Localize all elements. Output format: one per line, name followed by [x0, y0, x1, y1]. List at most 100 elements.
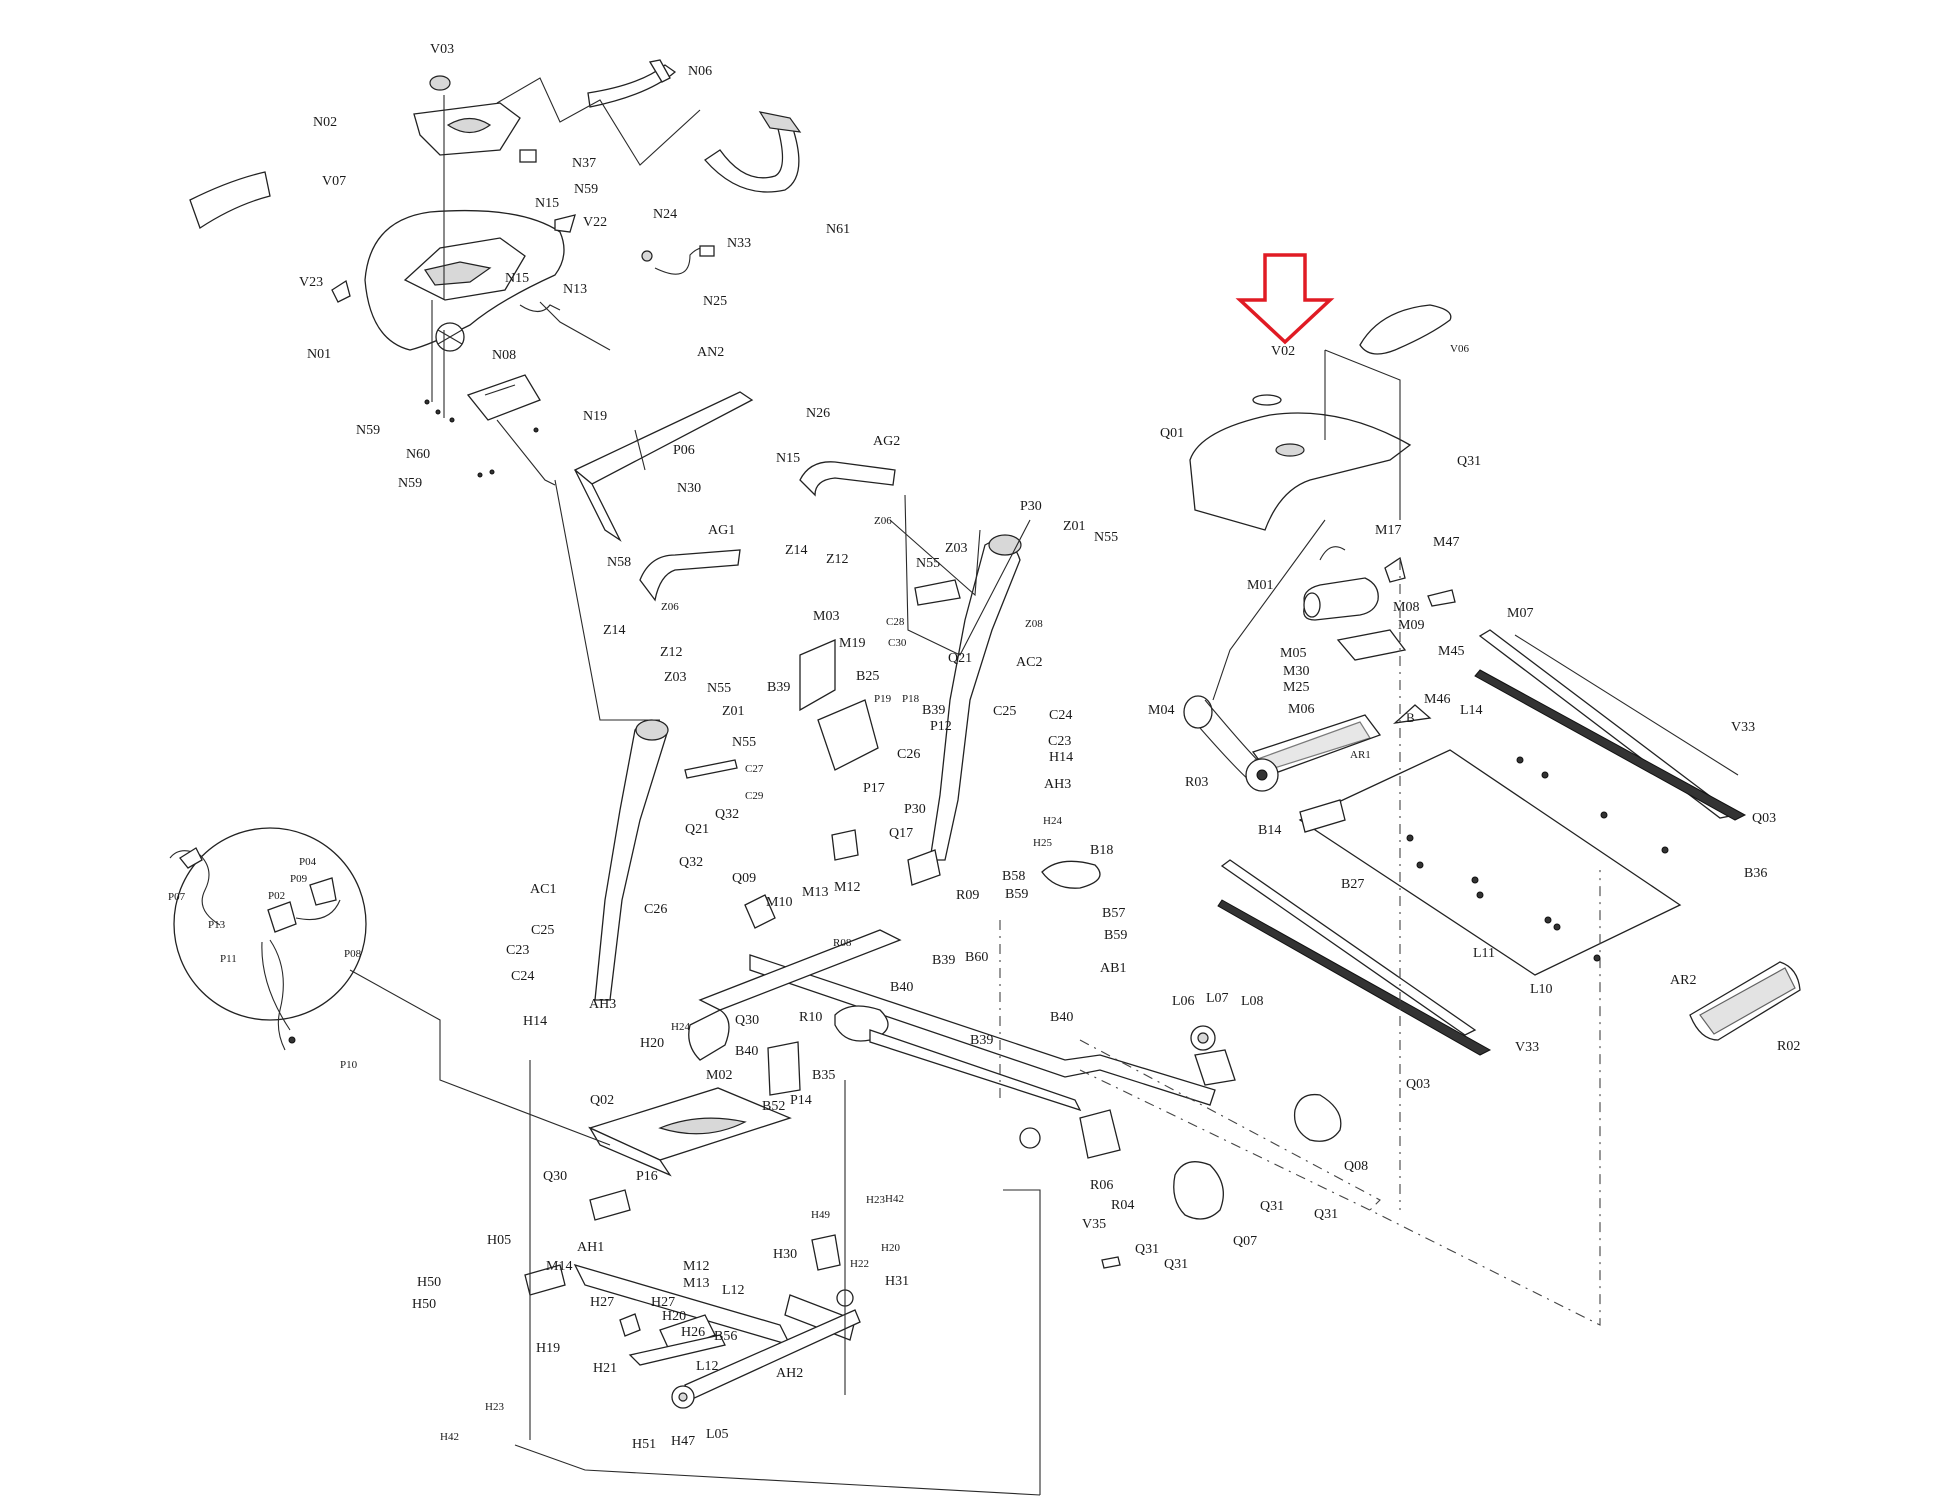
part-label: H49 [811, 1209, 830, 1221]
part-label: AH3 [589, 997, 616, 1012]
part-label: M17 [1375, 523, 1401, 538]
part-label: V03 [430, 42, 454, 57]
part-label: B27 [1341, 877, 1364, 892]
part-label: Z12 [660, 645, 683, 660]
part-label: AB1 [1100, 961, 1126, 976]
part-label: R03 [1185, 775, 1208, 790]
part-label: N26 [806, 406, 830, 421]
part-label: H50 [417, 1275, 441, 1290]
part-label: H22 [850, 1258, 869, 1270]
part-label: C23 [1048, 734, 1071, 749]
part-label: B59 [1104, 928, 1127, 943]
part-label: M03 [813, 609, 839, 624]
part-label: Q32 [715, 807, 739, 822]
part-label: H47 [671, 1434, 695, 1449]
part-label: Q03 [1752, 811, 1776, 826]
part-label: N55 [1094, 530, 1118, 545]
part-label: L07 [1206, 991, 1229, 1006]
part-label: P17 [863, 781, 885, 796]
part-label: C25 [531, 923, 554, 938]
part-label: N01 [307, 347, 331, 362]
part-label: Q03 [1406, 1077, 1430, 1092]
part-label: N55 [916, 556, 940, 571]
part-label: P08 [344, 948, 362, 960]
part-label: P06 [673, 443, 695, 458]
part-label: M08 [1393, 600, 1419, 615]
part-label: H20 [881, 1242, 900, 1254]
part-label: R04 [1111, 1198, 1134, 1213]
part-label: B39 [922, 703, 945, 718]
part-label: Q31 [1135, 1242, 1159, 1257]
part-label: H14 [1049, 750, 1073, 765]
part-label: Z01 [1063, 519, 1086, 534]
part-label: Q31 [1457, 454, 1481, 469]
part-label: L08 [1241, 994, 1264, 1009]
part-label: N59 [356, 423, 380, 438]
part-label: N55 [732, 735, 756, 750]
part-label: C24 [511, 969, 534, 984]
part-label: H50 [412, 1297, 436, 1312]
part-label: AR1 [1350, 749, 1371, 761]
part-label: L11 [1473, 946, 1495, 961]
part-label: M09 [1398, 618, 1424, 633]
motor-base-assembly [524, 1009, 861, 1409]
part-label: Q17 [889, 826, 913, 841]
part-label: N06 [688, 64, 712, 79]
part-label: B52 [762, 1099, 785, 1114]
part-label: N30 [677, 481, 701, 496]
part-label: B36 [1744, 866, 1767, 881]
part-label: AH1 [577, 1240, 604, 1255]
part-label: B39 [970, 1033, 993, 1048]
part-label: M46 [1424, 692, 1450, 707]
part-label: AG1 [708, 523, 735, 538]
part-label-V02: V02 [1271, 344, 1295, 359]
part-label: B40 [735, 1044, 758, 1059]
part-label: H27 [590, 1295, 614, 1310]
part-label: M14 [546, 1259, 572, 1274]
part-label: N37 [572, 156, 596, 171]
part-label: Q30 [735, 1013, 759, 1028]
part-label: P04 [299, 856, 317, 868]
part-label: P07 [168, 891, 186, 903]
reference-lines [514, 429, 1041, 1496]
part-label: C30 [888, 637, 907, 649]
part-label: B39 [767, 680, 790, 695]
part-label: H20 [662, 1309, 686, 1324]
part-label: M13 [683, 1276, 709, 1291]
part-label: L12 [722, 1283, 745, 1298]
part-label: P18 [902, 693, 920, 705]
part-label: N15 [535, 196, 559, 211]
part-label: Z14 [603, 623, 626, 638]
part-label: H23 [866, 1194, 885, 1206]
part-label: N25 [703, 294, 727, 309]
part-label: Z14 [785, 543, 808, 558]
part-label: Q31 [1164, 1257, 1188, 1272]
part-label: H27 [651, 1295, 675, 1310]
part-label: H20 [640, 1036, 664, 1051]
part-label: Z03 [945, 541, 968, 556]
console-screws [424, 399, 539, 478]
part-label: V35 [1082, 1217, 1106, 1232]
part-label: Q09 [732, 871, 756, 886]
part-label: L06 [1172, 994, 1195, 1009]
part-label: Z06 [874, 515, 892, 527]
part-label: H26 [681, 1325, 705, 1340]
part-label: M05 [1280, 646, 1306, 661]
part-label: N33 [727, 236, 751, 251]
part-label: Q08 [1344, 1159, 1368, 1174]
part-label: H05 [487, 1233, 511, 1248]
part-label: P12 [930, 719, 952, 734]
part-label: AG2 [873, 434, 900, 449]
power-cord-inset [169, 827, 611, 1146]
part-label: M47 [1433, 535, 1459, 550]
part-label: Q21 [948, 651, 972, 666]
part-label: P10 [340, 1059, 358, 1071]
part-label: H24 [671, 1021, 690, 1033]
part-label: N24 [653, 207, 677, 222]
part-label: AH3 [1044, 777, 1071, 792]
part-label: N13 [563, 282, 587, 297]
part-label: Q21 [685, 822, 709, 837]
part-label: P14 [790, 1093, 812, 1108]
part-label: B40 [1050, 1010, 1073, 1025]
part-label: R02 [1777, 1039, 1800, 1054]
